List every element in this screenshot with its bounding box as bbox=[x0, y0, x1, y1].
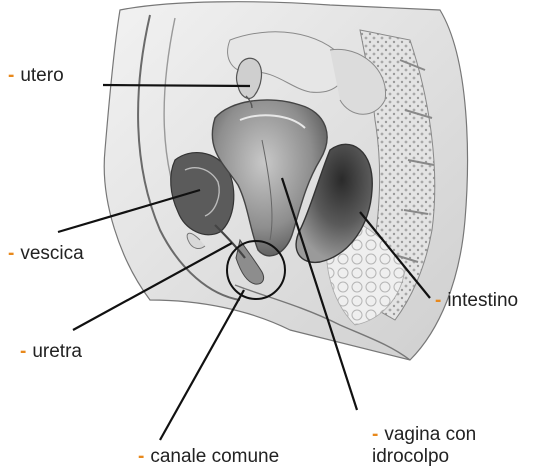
label-dash: - bbox=[372, 424, 378, 445]
label-dash: - bbox=[8, 243, 14, 264]
leader-utero bbox=[103, 85, 250, 86]
label-dash: - bbox=[138, 446, 144, 467]
label-intestino-text: intestino bbox=[447, 290, 518, 311]
label-canale-comune: -canale comune bbox=[138, 446, 279, 468]
label-intestino: -intestino bbox=[435, 290, 518, 312]
label-vescica: -vescica bbox=[8, 243, 84, 265]
label-vescica-text: vescica bbox=[20, 243, 83, 264]
label-uretra-text: uretra bbox=[32, 341, 82, 362]
label-vagina-text: vagina con idrocolpo bbox=[372, 424, 476, 467]
label-dash: - bbox=[435, 290, 441, 311]
label-vagina: -vagina con idrocolpo bbox=[372, 424, 532, 468]
label-dash: - bbox=[8, 65, 14, 86]
leader-canale bbox=[160, 290, 244, 440]
label-canale-comune-text: canale comune bbox=[150, 446, 279, 467]
label-uretra: -uretra bbox=[20, 341, 82, 363]
label-utero: -utero bbox=[8, 65, 64, 87]
label-dash: - bbox=[20, 341, 26, 362]
label-utero-text: utero bbox=[20, 65, 63, 86]
